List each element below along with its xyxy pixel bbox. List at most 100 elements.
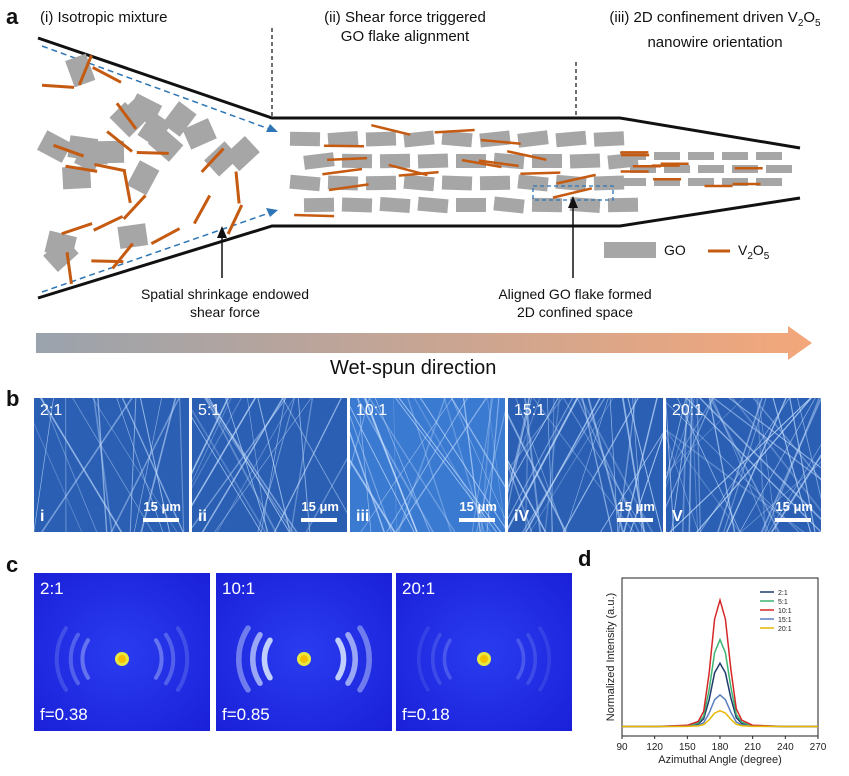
nanowire-strand	[508, 398, 530, 511]
nanowire-strand	[450, 398, 505, 488]
go-flake	[403, 130, 435, 148]
go-flake	[479, 175, 511, 191]
nanowire-strand	[562, 398, 646, 532]
v2o5-nanowire	[322, 167, 363, 176]
go-flake	[126, 160, 160, 196]
nanowire-strand	[201, 398, 284, 532]
x-tick-label: 150	[679, 742, 696, 753]
nanowire-strand	[192, 416, 262, 532]
nanowire-strand	[546, 398, 553, 532]
nanowire-strand	[629, 433, 663, 532]
nanowire-strand	[756, 398, 767, 532]
nanowire-strand	[688, 398, 693, 532]
nanowire-strand	[97, 398, 108, 532]
panel-c-letter: c	[6, 552, 19, 577]
go-flake	[593, 175, 625, 191]
sem-ratio-label: 20:1	[672, 402, 704, 419]
go-flake	[137, 111, 172, 148]
go-flake	[593, 131, 625, 147]
nanowire-strand	[363, 398, 418, 532]
nanowire-strand	[179, 398, 185, 532]
nanowire-strand	[451, 398, 505, 519]
nanowire-strand	[666, 398, 687, 482]
nanowire-strand	[257, 398, 296, 532]
nanowire-strand	[726, 398, 787, 532]
v2o5-nanowire	[65, 252, 73, 285]
nanowire-strand	[139, 398, 171, 532]
go-flake	[531, 197, 563, 213]
go-flake	[441, 130, 473, 148]
go-flake	[341, 153, 373, 169]
nanowire-strand	[731, 398, 821, 512]
stage-2-label: (ii) Shear force triggered GO flake alig…	[280, 8, 530, 46]
go-flake	[722, 152, 748, 160]
go-flake	[555, 130, 587, 148]
go-flake	[162, 101, 197, 137]
nanowire-strand	[110, 398, 180, 532]
go-flake	[303, 197, 335, 213]
diffraction-arc	[357, 625, 372, 693]
nanowire-strand	[204, 398, 277, 532]
nanowire-strand	[770, 454, 821, 532]
nanowire-strand	[666, 435, 699, 532]
orientation-factor-label: f=0.18	[402, 705, 450, 724]
nanowire-strand	[419, 398, 505, 529]
go-flake	[493, 196, 525, 214]
v2o5-nanowire	[92, 66, 122, 84]
diffraction-arc	[516, 638, 526, 680]
nanowire-strand	[609, 398, 619, 532]
legend-label: 10:1	[778, 608, 792, 615]
go-flake	[756, 152, 782, 160]
nanowire-strand	[282, 398, 347, 514]
go-flake	[607, 197, 639, 213]
sem-ratio-label: 5:1	[198, 402, 221, 419]
go-flake	[479, 130, 511, 148]
go-flake	[365, 175, 397, 191]
panel-a-letter: a	[6, 4, 19, 29]
nanowire-strand	[192, 398, 243, 489]
nanowire-strand	[413, 398, 492, 532]
v2o5-nanowire	[506, 150, 547, 161]
nanowire-strand	[564, 398, 609, 532]
nanowire-strand	[129, 398, 137, 532]
series-line	[622, 709, 818, 728]
callout-left: Spatial shrinkage endowed shear force	[140, 286, 310, 320]
diffraction-arc	[417, 626, 430, 692]
nanowire-strand	[627, 398, 662, 532]
go-flake	[403, 174, 435, 192]
xrd-ratio-label: 2:1	[40, 579, 64, 598]
go-flake	[62, 165, 92, 190]
nanowire-strand	[728, 398, 821, 469]
v2o5-nanowire	[234, 171, 241, 204]
nanowire-strand	[192, 398, 257, 507]
scale-bar	[775, 518, 811, 522]
v2o5-nanowire	[61, 222, 93, 236]
stage-2-line1: (ii) Shear force triggered	[324, 9, 486, 26]
nanowire-strand	[522, 398, 606, 532]
go-flake	[115, 97, 151, 134]
go-flake	[365, 131, 397, 147]
nanowire-strand	[374, 398, 430, 532]
legend-label: 15:1	[778, 617, 792, 624]
go-flake	[517, 130, 549, 148]
nanowire-strand	[508, 459, 547, 532]
diffraction-arc	[163, 632, 176, 686]
x-tick-label: 270	[810, 742, 827, 753]
go-flake	[43, 236, 79, 273]
scale-bar	[143, 518, 179, 522]
v2o5-nanowire	[122, 194, 147, 220]
nanowire-strand	[544, 398, 561, 532]
nanowire-strand	[350, 405, 415, 532]
diffraction-arc	[249, 632, 263, 686]
sem-index-label: i	[40, 508, 45, 525]
x-axis-label: Azimuthal Angle (degree)	[658, 754, 782, 766]
xrd-ratio-label: 10:1	[222, 579, 256, 598]
diffraction-arc	[175, 626, 190, 692]
nanowire-strand	[397, 398, 446, 532]
legend-label: 20:1	[778, 626, 792, 633]
stage-1-label: (i) Isotropic mixture	[40, 9, 168, 26]
nanowire-strand	[360, 398, 453, 532]
nanowire-strand	[356, 398, 434, 532]
